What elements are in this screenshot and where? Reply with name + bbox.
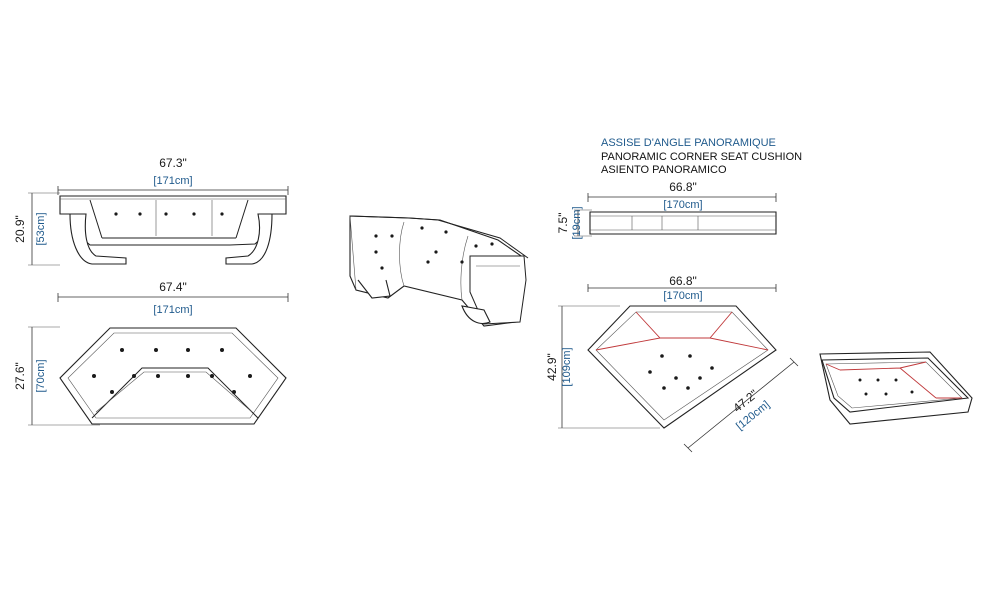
- title-en: PANORAMIC CORNER SEAT CUSHION: [601, 151, 802, 163]
- sofa-front-view: 67.3" [171cm] 20.9" [53cm]: [13, 156, 289, 266]
- cushion-front-height-in: 7.5": [556, 213, 570, 234]
- sofa-top-width-cm: [171cm]: [153, 304, 192, 316]
- sofa-top-depth-cm: [70cm]: [35, 359, 47, 392]
- sofa-front-width-cm: [171cm]: [153, 175, 192, 187]
- cushion-top-width-in: 66.8": [669, 274, 697, 288]
- title-fr: ASSISE D'ANGLE PANORAMIQUE: [601, 137, 776, 149]
- sofa-top-view: 67.4" [171cm] 27.6" [70cm]: [13, 280, 289, 426]
- sofa-front-height-cm: [53cm]: [35, 212, 47, 245]
- cushion-front-width-cm: [170cm]: [663, 199, 702, 211]
- title-es: ASIENTO PANORAMICO: [601, 164, 727, 176]
- cushion-front-width-in: 66.8": [669, 180, 697, 194]
- cushion-top-depth-in: 42.9": [545, 353, 559, 381]
- sofa-top-depth-in: 27.6": [13, 362, 27, 390]
- sofa-perspective-view: [349, 215, 529, 327]
- cushion-front-height-cm: [19cm]: [571, 206, 583, 239]
- cushion-top-view: 66.8" [170cm] 42.9" [109cm] 47.2" [120cm…: [545, 274, 799, 453]
- cushion-top-width-cm: [170cm]: [663, 290, 702, 302]
- sofa-front-width-in: 67.3": [159, 156, 187, 170]
- cushion-perspective-view: [819, 351, 973, 425]
- sofa-front-height-in: 20.9": [13, 215, 27, 243]
- title-block: ASSISE D'ANGLE PANORAMIQUE PANORAMIC COR…: [601, 137, 802, 176]
- sofa-top-width-in: 67.4": [159, 280, 187, 294]
- cushion-top-depth-cm: [109cm]: [561, 347, 573, 386]
- cushion-top-side-dim-line: [687, 361, 795, 449]
- cushion-front-view: 66.8" [170cm] 7.5" [19cm]: [556, 180, 777, 240]
